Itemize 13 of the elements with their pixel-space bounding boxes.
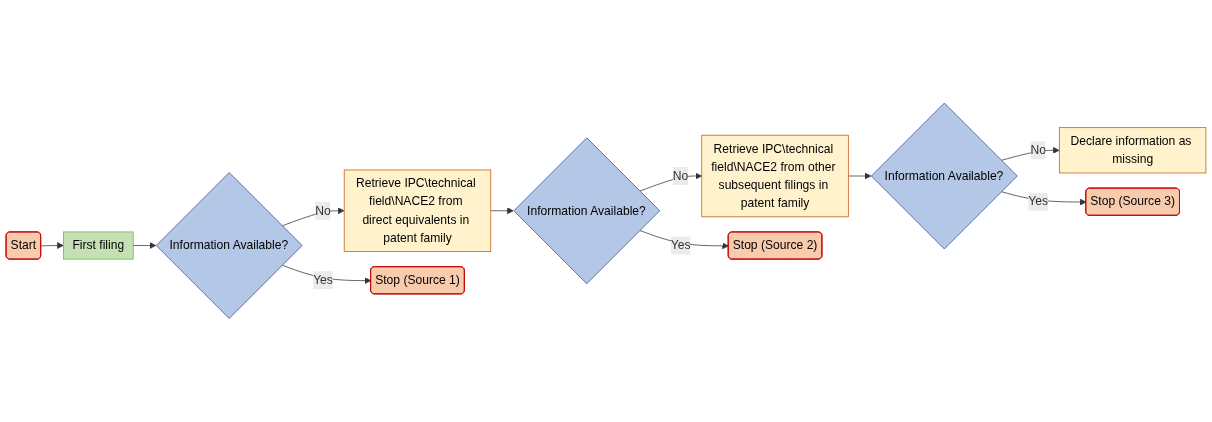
edge-label: Yes: [1028, 195, 1049, 208]
node-diamond: Information Available?: [871, 102, 1018, 250]
node-diamond: Information Available?: [513, 137, 661, 285]
edge-label: Yes: [313, 273, 333, 287]
edge-label: No: [1030, 143, 1046, 157]
edge-label: No: [672, 169, 689, 183]
node-diamond: Information Available?: [155, 172, 303, 320]
node-box: Retrieve IPC\technical field\NACE2 from other subsequent filings in patent family: [701, 135, 849, 218]
edge-label: No: [315, 204, 331, 218]
node-box: First filing: [62, 231, 134, 260]
node-box: Retrieve IPC\technical field\NACE2 from direct equivalents in patent family: [343, 169, 492, 253]
node-box: Declare information as missing: [1058, 127, 1207, 174]
edge-label: Yes: [670, 238, 691, 252]
